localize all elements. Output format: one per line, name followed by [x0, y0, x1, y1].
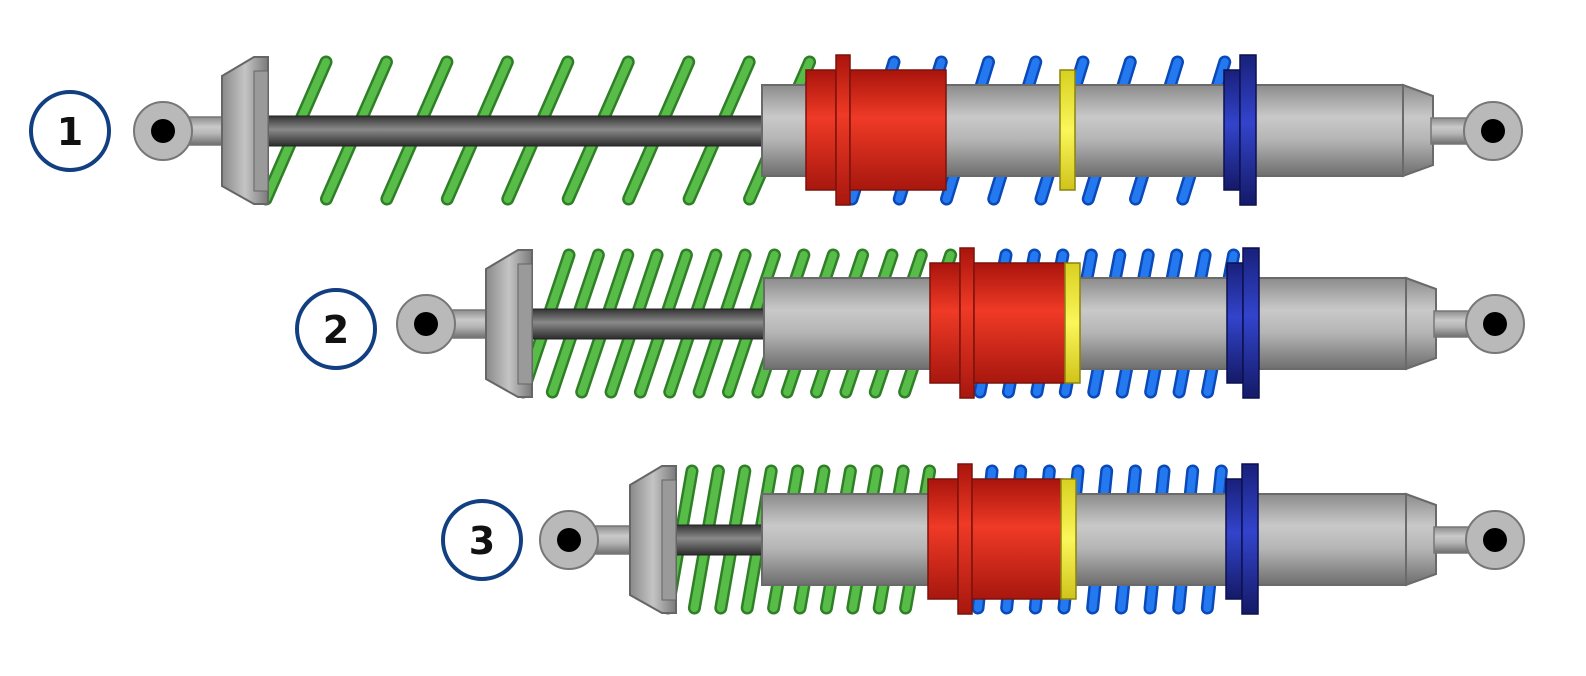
top-cap-rim — [661, 479, 677, 601]
right-mount-hole — [1483, 312, 1507, 336]
yellow-crossover-ring — [1060, 478, 1077, 600]
blue-spring-seat — [1239, 54, 1257, 206]
red-collar — [971, 478, 1063, 600]
shock-label-circle — [441, 499, 523, 581]
blue-lock-ring — [1226, 262, 1244, 384]
left-mount-hole — [414, 312, 438, 336]
yellow-crossover-ring — [1064, 262, 1081, 384]
damper-body — [763, 277, 1407, 370]
piston-rod — [525, 308, 767, 340]
red-spring-seat — [835, 54, 851, 206]
damper-body-taper — [1405, 492, 1437, 587]
right-mount-hole — [1481, 119, 1505, 143]
shock-3: 3 — [441, 463, 1525, 615]
top-cap-rim — [517, 263, 533, 385]
top-cap-rim — [253, 70, 269, 192]
damper-body — [761, 493, 1407, 586]
damper-body-taper — [1405, 276, 1437, 371]
shock-graphic — [396, 247, 1525, 399]
blue-spring-seat — [1241, 463, 1259, 615]
red-collar — [849, 69, 947, 191]
blue-lock-ring — [1225, 478, 1243, 600]
right-mount-hole — [1483, 528, 1507, 552]
shock-1: 1 — [29, 54, 1523, 206]
piston-rod — [261, 115, 765, 147]
left-mount-hole — [557, 528, 581, 552]
red-spring-seat — [959, 247, 975, 399]
left-mount-hole — [151, 119, 175, 143]
red-lock-ring — [929, 262, 961, 384]
damper-body-taper — [1402, 83, 1434, 178]
shock-graphic — [539, 463, 1525, 615]
shock-2: 2 — [295, 247, 1525, 399]
shock-label-circle — [29, 90, 111, 172]
shock-graphic — [133, 54, 1523, 206]
blue-lock-ring — [1223, 69, 1241, 191]
red-lock-ring — [805, 69, 837, 191]
red-lock-ring — [927, 478, 959, 600]
yellow-crossover-ring — [1059, 69, 1076, 191]
shock-label: 2 — [323, 308, 349, 352]
shock-label: 1 — [57, 110, 83, 154]
piston-rod — [669, 524, 765, 556]
blue-spring-seat — [1242, 247, 1260, 399]
red-spring-seat — [957, 463, 973, 615]
shock-label: 3 — [469, 519, 495, 563]
shock-label-circle — [295, 288, 377, 370]
red-collar — [973, 262, 1067, 384]
